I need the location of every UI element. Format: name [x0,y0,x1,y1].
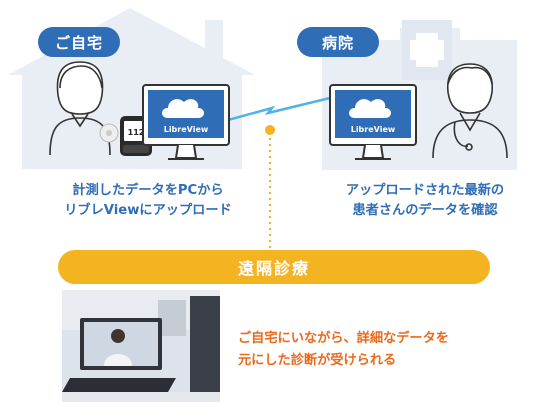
patient-woman-icon [49,61,111,156]
telemedicine-bar: 遠隔診療 [58,250,490,284]
connection-dot [265,125,275,135]
doctor-icon [432,63,508,159]
hospital-caption-line-2: 患者さんのデータを確認 [352,203,498,218]
glucose-sensor-icon [99,123,119,143]
hospital-monitor-icon: LibreView [329,84,417,160]
reader-value: 112 [128,128,145,137]
video-call-photo [62,290,220,402]
description-line-1: ご自宅にいながら、詳細なデータを [238,331,449,346]
hospital-caption: アップロードされた最新の 患者さんのデータを確認 [300,181,547,221]
telemedicine-description: ご自宅にいながら、詳細なデータを 元にした診断が受けられる [238,328,538,372]
hospital-badge: 病院 [297,27,379,57]
network-connection-line [227,96,331,122]
home-caption-line-2: リブレViewにアップロード [64,203,232,218]
home-badge: ご自宅 [38,27,120,57]
home-caption-line-1: 計測したデータをPCから [72,183,224,198]
home-monitor-brand: LibreView [164,125,209,134]
home-monitor-icon: LibreView [142,84,230,160]
home-caption: 計測したデータをPCから リブレViewにアップロード [28,181,268,221]
hospital-monitor-brand: LibreView [351,125,396,134]
hospital-caption-line-1: アップロードされた最新の [345,183,505,198]
description-line-2: 元にした診断が受けられる [238,353,397,368]
